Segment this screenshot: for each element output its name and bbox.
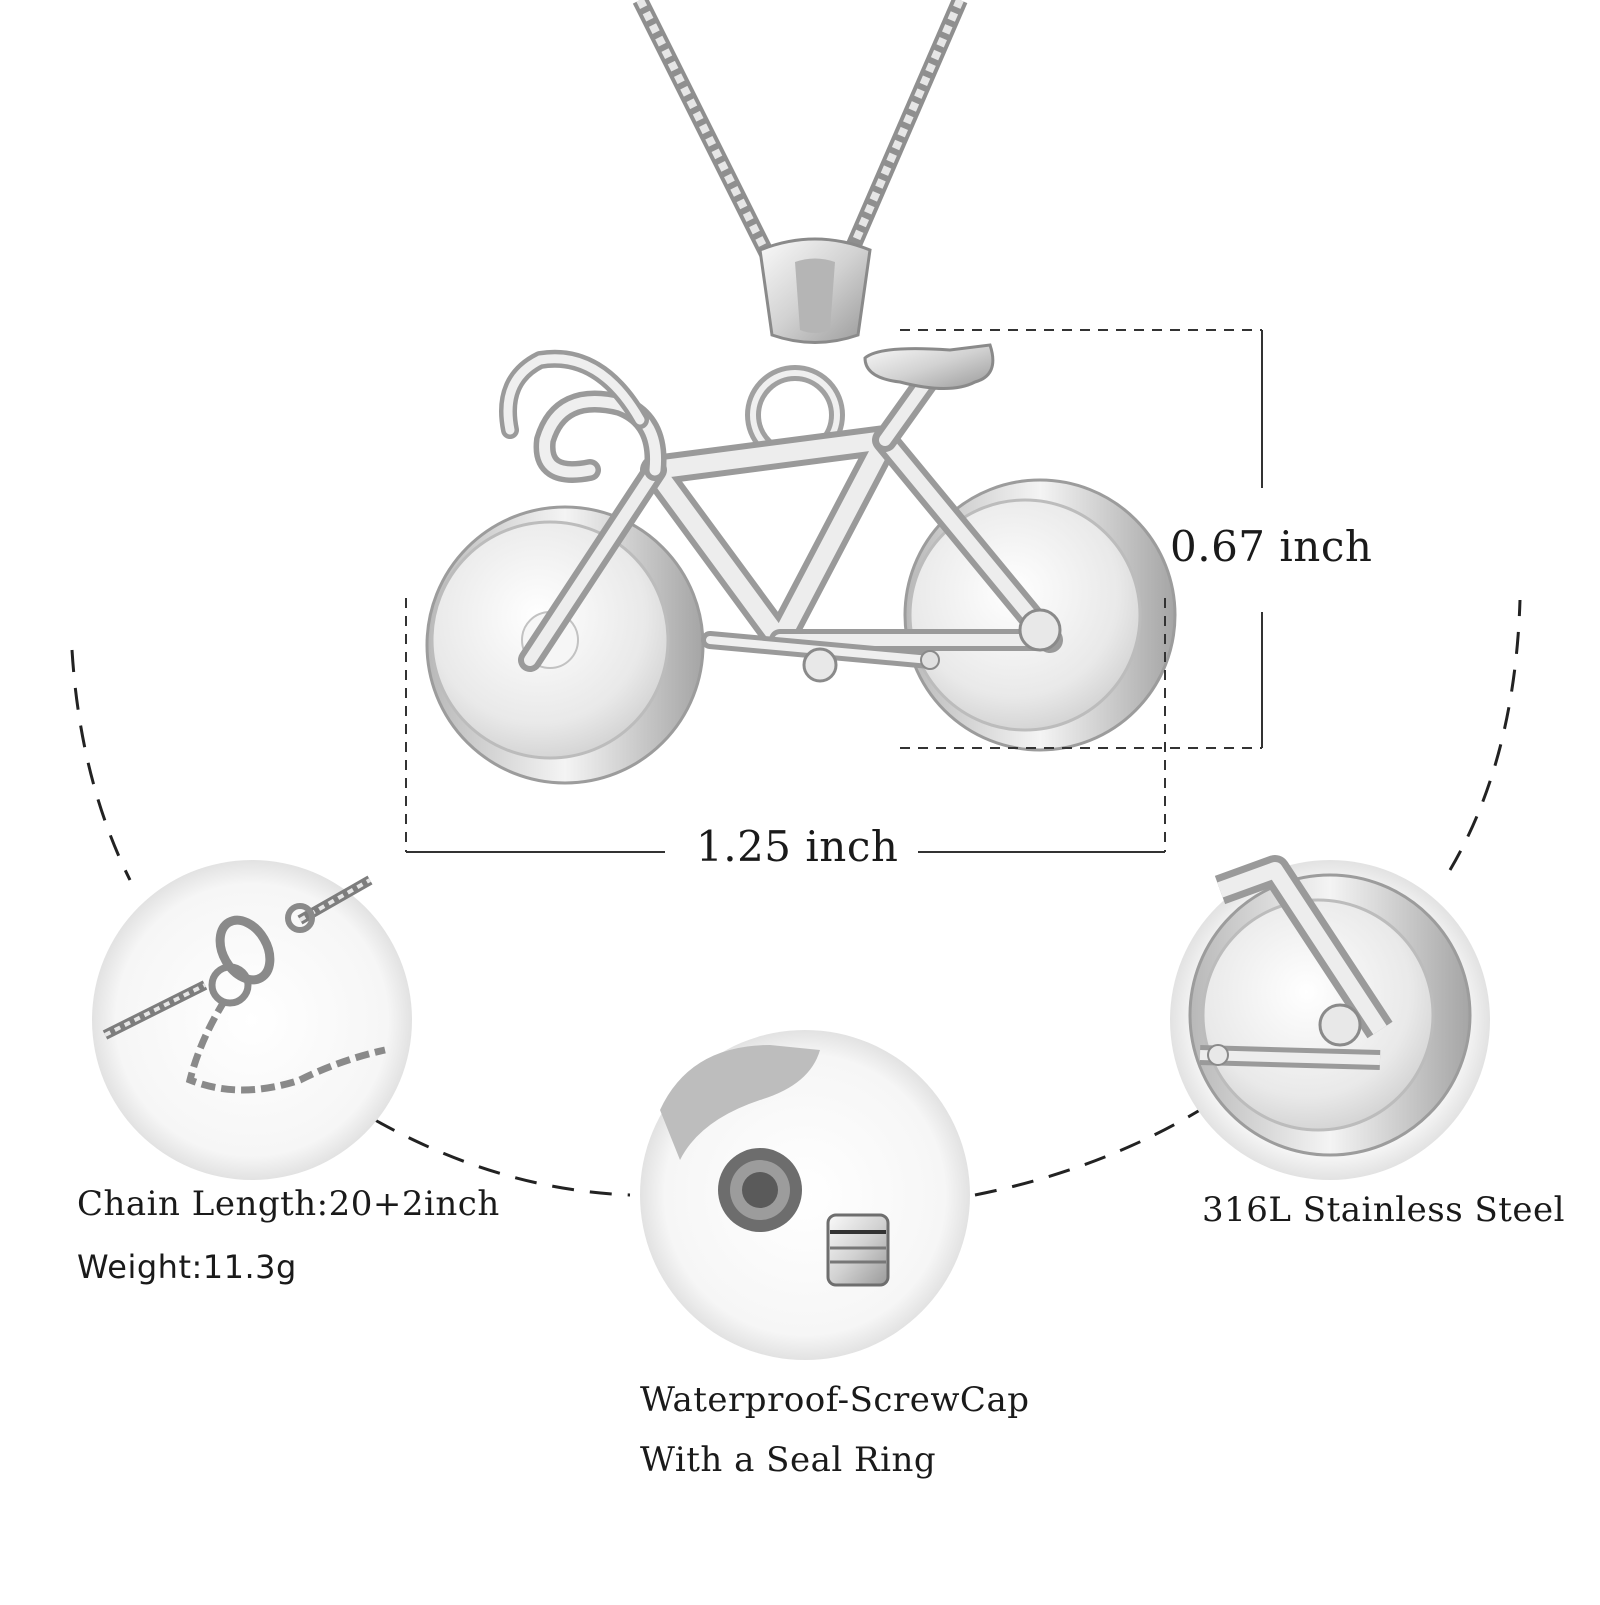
crank-hub [802,647,838,683]
chain-length-label: Chain Length:20+2inch [77,1184,500,1224]
screwcap-label: Waterproof-ScrewCap [640,1380,1030,1420]
height-dimension-line [900,329,1263,749]
left-wheel [425,505,705,785]
weight-label: Weight:11.3g [77,1248,297,1286]
seal-ring-label: With a Seal Ring [640,1440,937,1480]
pendant-bail [745,237,872,465]
height-dimension-label: 0.67 inch [1170,522,1373,571]
screwcap-detail-circle [640,1030,970,1360]
width-dimension-label: 1.25 inch [696,822,899,871]
material-label: 316L Stainless Steel [1202,1190,1566,1230]
rear-hub [1018,608,1062,652]
bicycle-pendant [425,343,1177,785]
bicycle-frame [499,349,1063,672]
chain-clasp-detail-circle [92,860,412,1180]
width-dimension-line [405,598,1166,853]
decorative-dashed-arc [70,599,1522,1197]
material-detail-circle [1170,855,1490,1180]
bicycle-saddle [863,343,995,390]
